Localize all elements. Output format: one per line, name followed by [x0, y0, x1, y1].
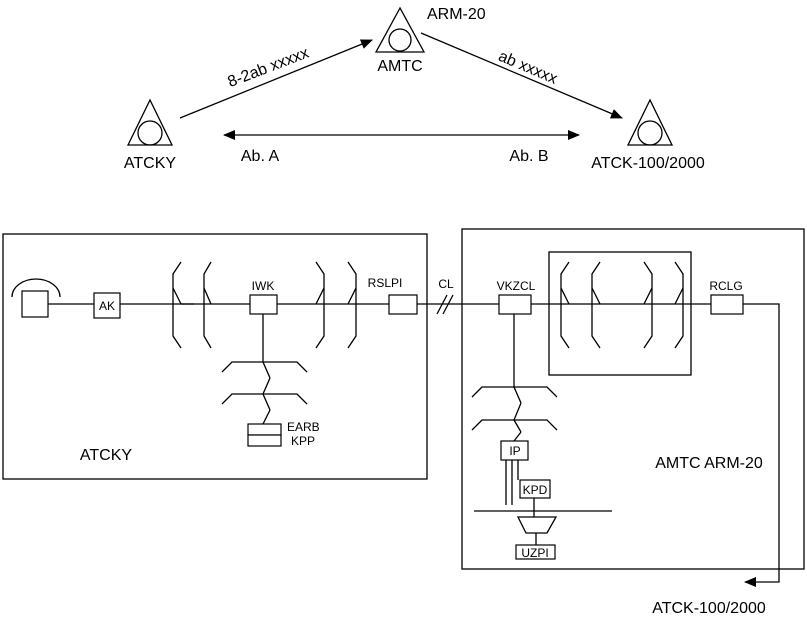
triangle-station-icon	[126, 98, 174, 146]
vkzcl-box	[498, 294, 532, 315]
switching-stage-left	[172, 261, 357, 349]
uzpi-label: UZPI	[521, 546, 548, 560]
atcky-label: ATCKY	[124, 155, 176, 172]
node-atck	[626, 98, 674, 146]
vkzcl-label: VKZCL	[497, 279, 536, 293]
node-amtc	[374, 6, 426, 53]
switching-stage-left-lower	[221, 361, 308, 425]
uzpi-box	[515, 544, 556, 560]
switching-field-box	[548, 251, 692, 376]
cl-label: CL	[438, 277, 454, 291]
amtc-label: AMTC	[377, 58, 422, 75]
switching-stage-right-lower	[471, 386, 558, 442]
atcky-block	[2, 233, 428, 480]
circle-station-icon	[137, 120, 163, 146]
telephone-icon	[11, 278, 61, 318]
iwk-label: IWK	[252, 279, 275, 293]
kpp-box	[247, 434, 282, 447]
amtc-block-title: AMTC ARM-20	[655, 455, 763, 472]
rslpi-label: RSLPI	[368, 276, 403, 290]
link-left-label: 8-2ab xxxxx	[225, 45, 311, 91]
output-label: ATCK-100/2000	[652, 600, 766, 617]
ip-label: IP	[509, 444, 520, 458]
ab-b-label: Ab. B	[509, 148, 548, 165]
node-atcky	[126, 98, 174, 146]
ip-box	[500, 440, 529, 461]
arm-label: ARM-20	[427, 6, 486, 23]
circle-station-icon	[637, 120, 663, 146]
earb-box	[247, 423, 282, 436]
triangle-station-icon	[626, 98, 674, 146]
rclg-box	[710, 294, 744, 315]
kpp-label: KPP	[291, 434, 315, 448]
arrow-atcky-amtc	[179, 39, 373, 119]
ak-box	[93, 292, 121, 319]
switching-stage-right	[560, 261, 684, 349]
rclg-label: RCLG	[709, 279, 742, 293]
atcky-block-title: ATCKY	[80, 447, 132, 464]
trapezoid-unit-icon	[516, 516, 558, 534]
link-right-label: ab xxxxx	[496, 48, 560, 88]
ab-a-label: Ab. A	[241, 148, 280, 165]
iwk-box	[249, 294, 278, 315]
rslpi-box	[388, 294, 418, 315]
kpd-label: KPD	[523, 483, 548, 497]
amtc-block	[461, 228, 805, 570]
earb-label: EARB	[287, 420, 320, 434]
ak-label: AK	[99, 299, 115, 313]
output-line	[743, 303, 780, 587]
kpd-box	[519, 479, 551, 499]
arrow-amtc-atck	[420, 32, 623, 119]
triangle-station-icon	[374, 6, 426, 53]
circle-station-icon	[388, 28, 412, 52]
atck-label: ATCK-100/2000	[591, 155, 705, 172]
